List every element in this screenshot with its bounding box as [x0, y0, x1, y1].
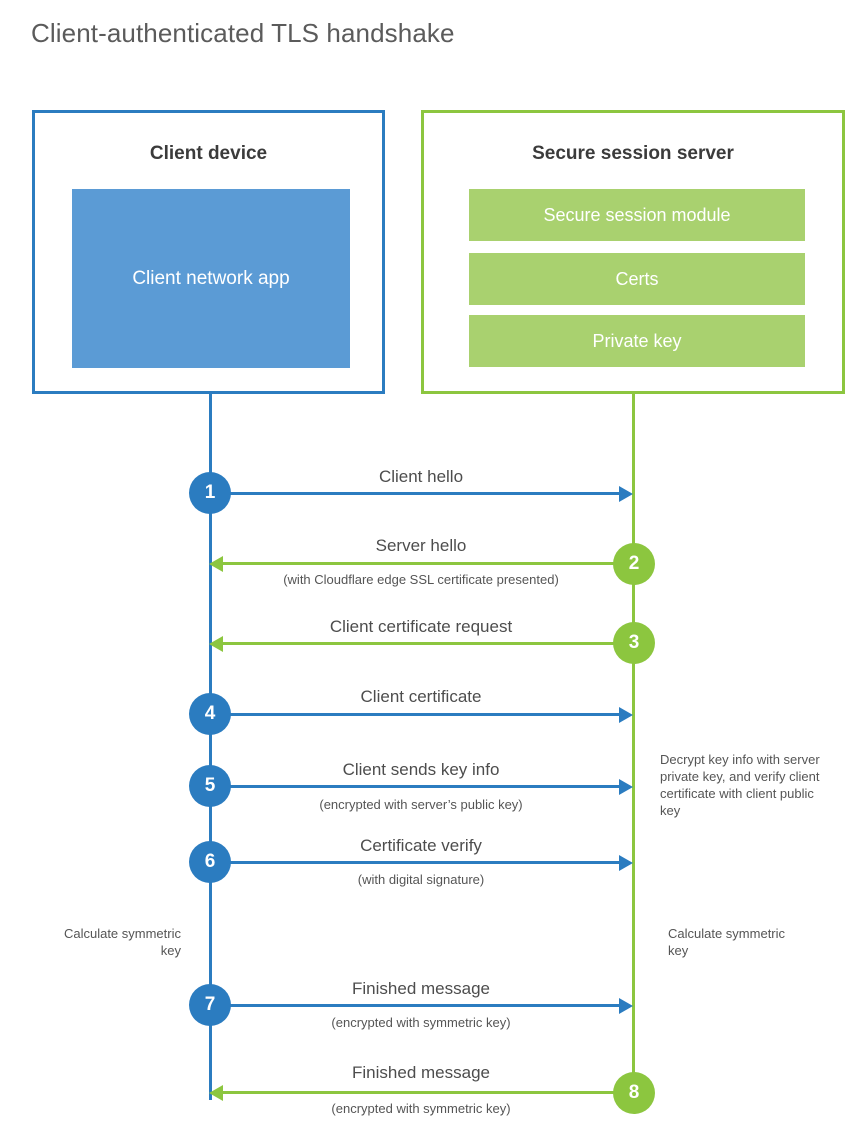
step-6-arrowhead-icon [619, 855, 633, 871]
step-6-sublabel: (with digital signature) [357, 872, 485, 887]
step-4-label: Client certificate [360, 687, 482, 706]
step-1-label: Client hello [378, 467, 464, 486]
step-3-arrow-line [222, 642, 634, 645]
step-1-arrowhead-icon [619, 486, 633, 502]
step-2-sublabel: (with Cloudflare edge SSL certificate pr… [283, 572, 559, 587]
step-7-arrow-line [210, 1004, 619, 1007]
step-6-marker[interactable]: 6 [189, 841, 231, 883]
step-8-arrowhead-icon [209, 1085, 223, 1101]
step-4-arrowhead-icon [619, 707, 633, 723]
step-5-label: Client sends key info [342, 760, 500, 779]
step-8-sublabel: (encrypted with symmetric key) [331, 1101, 511, 1116]
client-device-box: Client device Client network app [32, 110, 385, 394]
client-calculate-symmetric-key-note: Calculate symmetric key [63, 926, 181, 958]
step-5-arrow-line [210, 785, 619, 788]
step-8-marker[interactable]: 8 [613, 1072, 655, 1114]
step-4-marker[interactable]: 4 [189, 693, 231, 735]
step-5-marker[interactable]: 5 [189, 765, 231, 807]
step-1-arrow-line [210, 492, 619, 495]
page-title: Client-authenticated TLS handshake [31, 18, 455, 48]
step-6-arrow-line [210, 861, 619, 864]
step-2-label: Server hello [375, 536, 467, 555]
server-calculate-symmetric-key-note: Calculate symmetric key [668, 926, 786, 958]
client-device-title: Client device [149, 143, 268, 164]
step-6-label: Certificate verify [360, 836, 482, 855]
step-5-arrowhead-icon [619, 779, 633, 795]
server-lifeline [632, 393, 635, 1093]
server-decrypt-note: Decrypt key info with server private key… [660, 752, 820, 818]
server-component-private-key: Private key [469, 315, 805, 367]
secure-session-server-box: Secure session server Secure session mod… [421, 110, 845, 394]
step-8-label: Finished message [352, 1063, 490, 1082]
client-network-app-box: Client network app [72, 189, 350, 368]
step-2-arrow-line [222, 562, 634, 565]
client-lifeline [209, 393, 212, 1100]
step-3-marker[interactable]: 3 [613, 622, 655, 664]
server-component-secure-session-module: Secure session module [469, 189, 805, 241]
step-3-label: Client certificate request [329, 617, 513, 636]
step-4-arrow-line [210, 713, 619, 716]
step-5-sublabel: (encrypted with server’s public key) [319, 797, 523, 812]
step-7-marker[interactable]: 7 [189, 984, 231, 1026]
step-8-arrow-line [222, 1091, 634, 1094]
step-7-arrowhead-icon [619, 998, 633, 1014]
step-7-sublabel: (encrypted with symmetric key) [331, 1015, 511, 1030]
step-2-arrowhead-icon [209, 556, 223, 572]
step-1-marker[interactable]: 1 [189, 472, 231, 514]
step-2-marker[interactable]: 2 [613, 543, 655, 585]
server-component-certs: Certs [469, 253, 805, 305]
step-7-label: Finished message [352, 979, 490, 998]
step-3-arrowhead-icon [209, 636, 223, 652]
secure-session-server-title: Secure session server [532, 143, 734, 164]
